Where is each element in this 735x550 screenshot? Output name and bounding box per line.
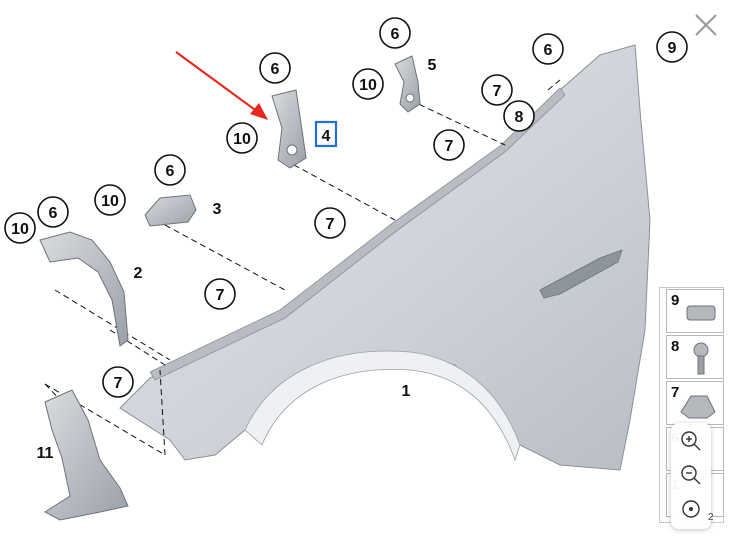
callout-circle xyxy=(154,154,186,186)
part-number-label[interactable]: 6 xyxy=(271,61,280,78)
screw-thumbnail-icon xyxy=(693,342,709,375)
part-number-label[interactable]: 10 xyxy=(11,221,29,238)
callout-circle xyxy=(656,31,688,63)
zoom-out-icon xyxy=(681,465,701,485)
nut-thumbnail-icon xyxy=(686,305,716,321)
part-number-label[interactable]: 7 xyxy=(216,287,225,304)
thumbnail-label: 7 xyxy=(671,384,680,401)
bracket-hole xyxy=(405,93,415,103)
callout-circle xyxy=(503,100,535,132)
bracket-rear xyxy=(394,55,421,113)
bracket-middle xyxy=(144,194,197,227)
fender-flange xyxy=(149,87,566,381)
thumbnail-item[interactable]: 7 xyxy=(666,381,724,425)
part-number-label[interactable]: 1 xyxy=(402,383,411,400)
part-number-label[interactable]: 10 xyxy=(101,193,119,210)
thumbnail-label: 8 xyxy=(671,338,680,355)
highlight-box xyxy=(314,120,338,148)
callout-circle xyxy=(433,129,465,161)
clip-thumbnail-icon xyxy=(680,395,716,419)
part-number-label[interactable]: 6 xyxy=(49,205,58,222)
callout-circle xyxy=(259,52,291,84)
bracket-hole xyxy=(286,144,298,156)
part-number-label[interactable]: 6 xyxy=(544,42,553,59)
close-icon xyxy=(695,14,717,36)
part-number-label[interactable]: 8 xyxy=(515,109,524,126)
close-button[interactable] xyxy=(693,12,719,38)
page-indicator: 2 xyxy=(708,512,714,523)
part-number-label[interactable]: 11 xyxy=(37,445,54,462)
reset-view-button[interactable] xyxy=(677,495,705,523)
thumbnail-item[interactable]: 8 xyxy=(666,335,724,379)
zoom-in-icon xyxy=(681,431,701,451)
part-number-label[interactable]: 7 xyxy=(326,216,335,233)
part-number-label[interactable]: 5 xyxy=(428,57,437,74)
callout-circle xyxy=(314,207,346,239)
part-number-label[interactable]: 3 xyxy=(213,201,222,218)
callout-circle xyxy=(352,68,384,100)
bracket-highlighted xyxy=(271,89,307,169)
zoom-in-button[interactable] xyxy=(677,427,705,455)
callout-circle xyxy=(379,17,411,49)
part-number-label[interactable]: 10 xyxy=(233,131,251,148)
callout-circle xyxy=(4,212,36,244)
zoom-controls xyxy=(671,423,711,529)
fender-panel xyxy=(119,44,651,471)
callout-circle xyxy=(204,278,236,310)
callout-circle xyxy=(532,33,564,65)
thumbnail-item[interactable]: 9 xyxy=(666,289,724,333)
callout-circle xyxy=(481,74,513,106)
zoom-out-button[interactable] xyxy=(677,461,705,489)
reset-view-icon xyxy=(682,500,700,518)
part-number-label[interactable]: 7 xyxy=(493,83,502,100)
wheel-arch xyxy=(244,350,521,462)
callout-circle xyxy=(102,366,134,398)
part-number-label[interactable]: 6 xyxy=(166,163,175,180)
part-number-label[interactable]: 4 xyxy=(322,128,331,145)
part-number-label[interactable]: 2 xyxy=(134,265,143,282)
liner-panel xyxy=(44,389,129,521)
callout-circle xyxy=(94,184,126,216)
thumbnail-label: 9 xyxy=(671,292,680,309)
bracket-front xyxy=(39,231,129,347)
side-vent xyxy=(539,249,623,299)
part-number-label[interactable]: 7 xyxy=(114,375,123,392)
part-number-label[interactable]: 7 xyxy=(445,138,454,155)
callout-circle xyxy=(37,196,69,228)
part-number-label[interactable]: 10 xyxy=(359,77,377,94)
part-number-label[interactable]: 9 xyxy=(668,40,677,57)
part-number-label[interactable]: 6 xyxy=(391,26,400,43)
pointer-arrow xyxy=(175,51,268,120)
callout-circle xyxy=(226,122,258,154)
